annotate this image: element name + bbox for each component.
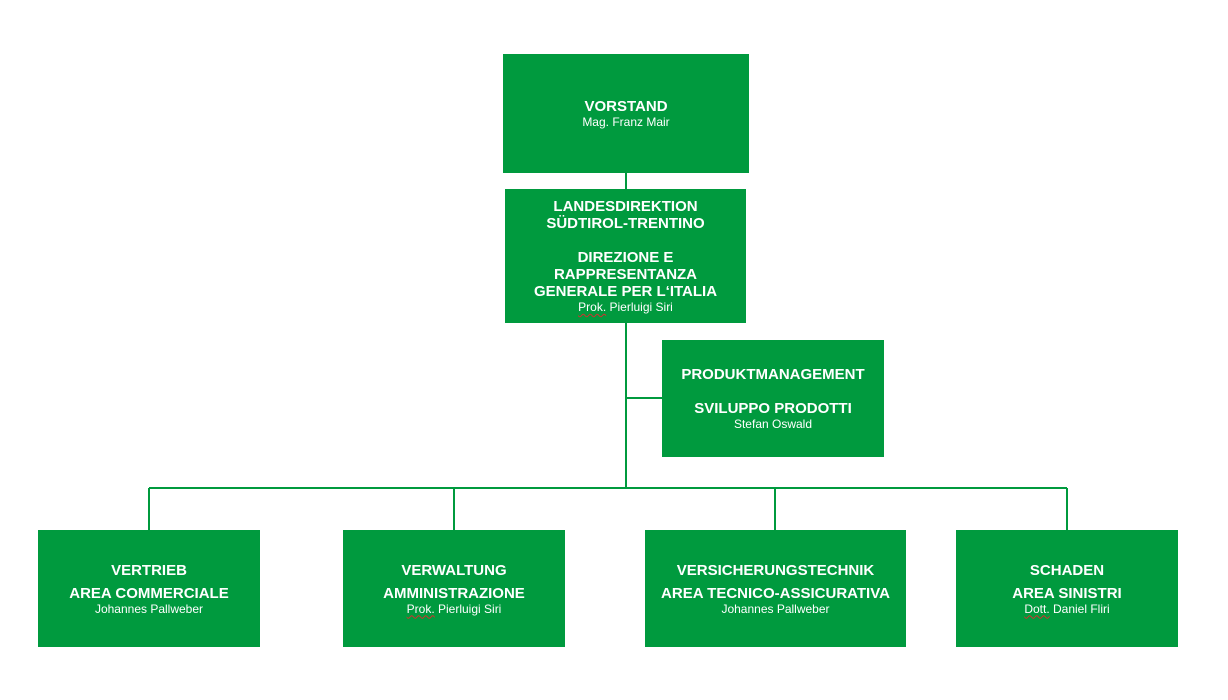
node-schaden: SCHADEN AREA SINISTRI Dott. Daniel Fliri <box>956 530 1178 647</box>
landesdirektion-person-prefix: Prok. <box>578 300 607 314</box>
schaden-title-de: SCHADEN <box>1029 561 1105 579</box>
vertrieb-title-it: AREA COMMERCIALE <box>69 584 229 602</box>
verwaltung-person-prefix: Prok. <box>406 601 435 616</box>
schaden-title-it: AREA SINISTRI <box>1012 584 1122 602</box>
landesdirektion-person-name: Pierluigi Siri <box>609 300 673 314</box>
verwaltung-title-de: VERWALTUNG <box>401 561 507 579</box>
node-versicherungstechnik: VERSICHERUNGSTECHNIK AREA TECNICO-ASSICU… <box>645 530 906 647</box>
verwaltung-person: Prok. Pierluigi Siri <box>407 602 502 616</box>
landesdirektion-person: Prok. Pierluigi Siri <box>578 300 673 314</box>
produktmanagement-title-de: PRODUKTMANAGEMENT <box>681 366 865 383</box>
versicherungstechnik-title-it: AREA TECNICO-ASSICURATIVA <box>661 584 890 602</box>
verwaltung-title-it: AMMINISTRAZIONE <box>383 584 525 602</box>
connector-lines <box>148 173 1068 530</box>
schaden-person-prefix: Dott. <box>1024 601 1050 616</box>
produktmanagement-person: Stefan Oswald <box>733 417 813 431</box>
schaden-person: Dott. Daniel Fliri <box>1024 602 1109 616</box>
node-verwaltung: VERWALTUNG AMMINISTRAZIONE Prok. Pierlui… <box>343 530 565 647</box>
vertrieb-title-de: VERTRIEB <box>111 561 187 579</box>
vorstand-title: VORSTAND <box>584 98 668 115</box>
verwaltung-person-name: Pierluigi Siri <box>438 601 502 616</box>
produktmanagement-title-it: SVILUPPO PRODOTTI <box>694 400 852 417</box>
vorstand-person: Mag. Franz Mair <box>582 115 670 129</box>
schaden-person-name: Daniel Fliri <box>1053 601 1110 616</box>
landesdirektion-title-it: DIREZIONE E RAPPRESENTANZA GENERALE PER … <box>533 249 718 300</box>
node-vertrieb: VERTRIEB AREA COMMERCIALE Johannes Pallw… <box>38 530 260 647</box>
versicherungstechnik-title-de: VERSICHERUNGSTECHNIK <box>676 561 875 579</box>
vertrieb-person: Johannes Pallweber <box>94 601 204 616</box>
landesdirektion-title-de: LANDESDIREKTION SÜDTIROL-TRENTINO <box>546 198 705 232</box>
node-landesdirektion: LANDESDIREKTION SÜDTIROL-TRENTINO DIREZI… <box>505 189 746 323</box>
versicherungstechnik-person: Johannes Pallweber <box>721 601 830 616</box>
node-produktmanagement: PRODUKTMANAGEMENT SVILUPPO PRODOTTI Stef… <box>662 340 884 457</box>
node-vorstand: VORSTAND Mag. Franz Mair <box>503 54 749 173</box>
